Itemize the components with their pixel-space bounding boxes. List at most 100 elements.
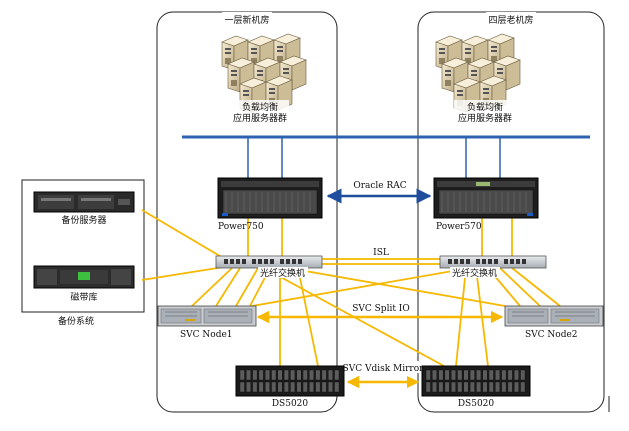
server-group-right-line1: 负载均衡 xyxy=(467,101,503,113)
backup-system-box xyxy=(21,179,145,313)
ds5020-right-label: DS5020 xyxy=(458,399,495,409)
disk-drive-icon xyxy=(438,369,444,381)
disk-drive-icon xyxy=(501,369,507,381)
power570-server xyxy=(433,177,539,219)
disk-drive-icon xyxy=(258,381,264,393)
disk-drive-icon xyxy=(258,369,264,381)
disk-drive-icon xyxy=(321,381,327,393)
disk-drive-icon xyxy=(283,369,289,381)
disk-drive-icon xyxy=(444,369,450,381)
disk-drive-icon xyxy=(463,369,469,381)
power750-label: Power750 xyxy=(218,222,264,232)
svc-node2-label: SVC Node2 xyxy=(525,330,578,340)
svc-vdisk-mirror-label: SVC Vdisk Mirror xyxy=(343,364,425,374)
disk-drive-icon xyxy=(476,369,482,381)
server-cluster-left xyxy=(221,33,307,113)
disk-drive-icon xyxy=(265,381,270,393)
disk-drive-icon xyxy=(476,381,482,393)
backup-server xyxy=(33,191,135,213)
disk-drive-icon xyxy=(501,381,507,393)
backup-system-label: 备份系统 xyxy=(58,315,94,327)
disk-drive-icon xyxy=(296,369,302,381)
power570-label: Power570 xyxy=(436,222,482,232)
server-cluster-right xyxy=(435,33,521,113)
disk-drive-icon xyxy=(507,369,513,381)
disk-drive-icon xyxy=(451,369,456,381)
disk-drive-icon xyxy=(277,381,283,393)
disk-drive-icon xyxy=(239,369,245,381)
fiber-switch-left xyxy=(215,255,323,269)
svc-node2 xyxy=(504,305,604,327)
tape-library xyxy=(33,265,135,289)
disk-drive-icon xyxy=(514,369,519,381)
disk-drive-icon xyxy=(482,381,488,393)
disk-drive-icon xyxy=(290,369,296,381)
disk-drive-icon xyxy=(334,381,340,393)
disk-drive-icon xyxy=(488,381,494,393)
disk-drive-icon xyxy=(469,381,475,393)
server-group-right-line2: 应用服务器群 xyxy=(458,112,512,124)
disk-drive-icon xyxy=(309,369,314,381)
disk-drive-icon xyxy=(252,369,258,381)
disk-drive-icon xyxy=(246,369,252,381)
disk-drive-icon xyxy=(457,369,463,381)
disk-drive-icon xyxy=(488,369,494,381)
disk-drive-icon xyxy=(514,381,519,393)
tape-library-label: 磁带库 xyxy=(70,291,97,303)
disk-drive-icon xyxy=(271,369,277,381)
disk-drive-icon xyxy=(507,381,513,393)
server-group-left-line2: 应用服务器群 xyxy=(233,112,287,124)
disk-drive-icon xyxy=(315,369,321,381)
disk-drive-icon xyxy=(520,381,526,393)
disk-drive-icon xyxy=(328,381,333,393)
disk-drive-icon xyxy=(520,369,526,381)
switch-right-label: 光纤交换机 xyxy=(452,267,497,279)
disk-drive-icon xyxy=(432,381,437,393)
server-group-left-line1: 负载均衡 xyxy=(242,101,278,113)
vdisk-label-bg xyxy=(344,361,422,373)
disk-drive-icon xyxy=(321,369,327,381)
disk-drive-icon xyxy=(302,369,308,381)
room-title-left: 一层新机房 xyxy=(224,14,269,26)
room-title-right-bg xyxy=(486,12,536,25)
disk-drive-icon xyxy=(469,369,475,381)
disk-drive-icon xyxy=(265,369,270,381)
disk-drive-icon xyxy=(495,381,500,393)
group-label-right-bg xyxy=(454,100,516,124)
disk-drive-icon xyxy=(463,381,469,393)
disk-drive-icon xyxy=(432,369,437,381)
oracle-rac-label: Oracle RAC xyxy=(353,181,406,191)
backup-server-label: 备份服务器 xyxy=(61,214,106,226)
disk-drive-icon xyxy=(495,369,500,381)
power750-server xyxy=(217,177,323,219)
disk-drive-icon xyxy=(457,381,463,393)
disk-drive-icon xyxy=(315,381,321,393)
disk-drive-icon xyxy=(444,381,450,393)
disk-drive-icon xyxy=(328,369,333,381)
switch-right-label-bg xyxy=(450,267,500,278)
svc-split-io-label: SVC Split IO xyxy=(352,304,410,314)
room-title-left-bg xyxy=(222,12,272,25)
switch-left-label: 光纤交换机 xyxy=(260,267,305,279)
disk-drive-icon xyxy=(451,381,456,393)
svc-node1 xyxy=(157,305,257,327)
isl-label: ISL xyxy=(373,248,389,258)
disk-drive-icon xyxy=(309,381,314,393)
disk-drive-icon xyxy=(239,381,245,393)
disk-drive-icon xyxy=(246,381,252,393)
disk-drive-icon xyxy=(482,369,488,381)
disk-drive-icon xyxy=(425,381,431,393)
disk-drive-icon xyxy=(438,381,444,393)
disk-drive-icon xyxy=(277,369,283,381)
disk-drive-icon xyxy=(296,381,302,393)
disk-drive-icon xyxy=(425,369,431,381)
ds5020-left-label: DS5020 xyxy=(272,399,309,409)
group-label-left-bg xyxy=(231,100,289,124)
disk-drive-icon xyxy=(302,381,308,393)
ds5020-storage-left xyxy=(235,365,345,397)
room-title-right: 四层老机房 xyxy=(488,14,533,26)
svc-node1-label: SVC Node1 xyxy=(180,330,233,340)
disk-drive-icon xyxy=(283,381,289,393)
fiber-switch-right xyxy=(439,255,547,269)
